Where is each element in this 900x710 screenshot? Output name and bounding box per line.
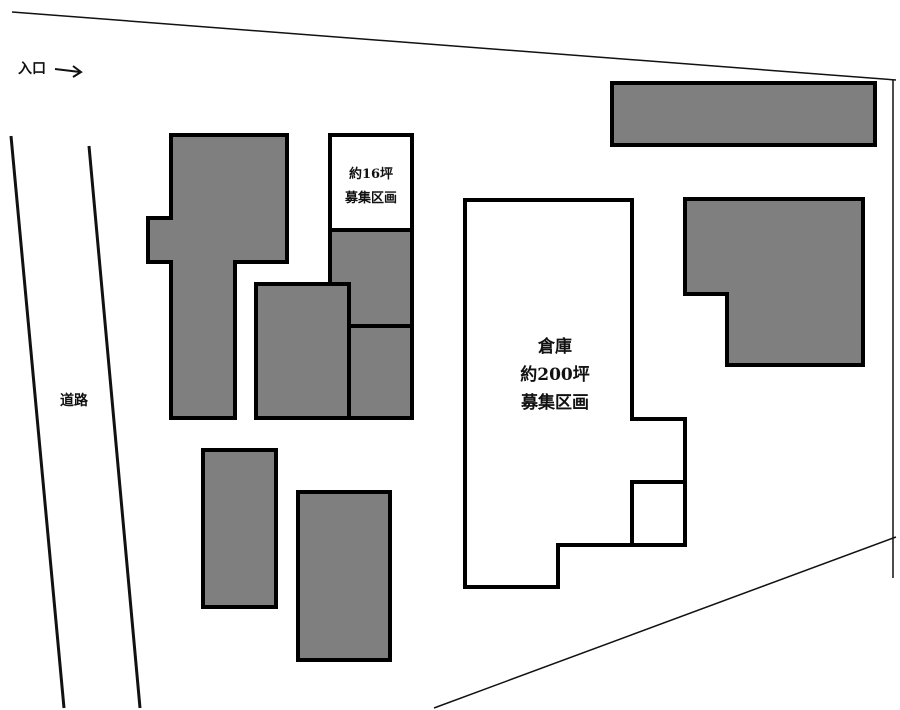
entrance-arrow-icon (54, 65, 83, 78)
building-top-right (610, 81, 877, 147)
warehouse-area: 約200坪 (520, 365, 590, 385)
warehouse-label: 倉庫 約200坪 募集区画 (480, 333, 630, 417)
vacant-unit-16tsubo[interactable] (328, 133, 414, 232)
small-unit-area: 約16坪 (348, 167, 394, 182)
north-boundary-line (11, 11, 897, 81)
warehouse-annex-box (630, 480, 687, 547)
road-edge-right (87, 145, 142, 709)
building-center-left (254, 282, 351, 420)
building-right-lshape (683, 197, 865, 367)
south-boundary-line (433, 536, 897, 709)
road-edge-left (9, 135, 66, 709)
building-bottom-left (201, 448, 278, 609)
warehouse-name: 倉庫 (538, 337, 572, 357)
building-left-tall (146, 133, 289, 420)
building-bottom-center (296, 490, 392, 662)
entrance-label: 入口 (18, 61, 46, 77)
warehouse-status: 募集区画 (521, 393, 589, 413)
building-center-lower (347, 324, 414, 420)
road-label: 道路 (60, 393, 88, 409)
small-unit-label: 約16坪 募集区画 (331, 163, 411, 211)
small-unit-status: 募集区画 (344, 191, 397, 206)
